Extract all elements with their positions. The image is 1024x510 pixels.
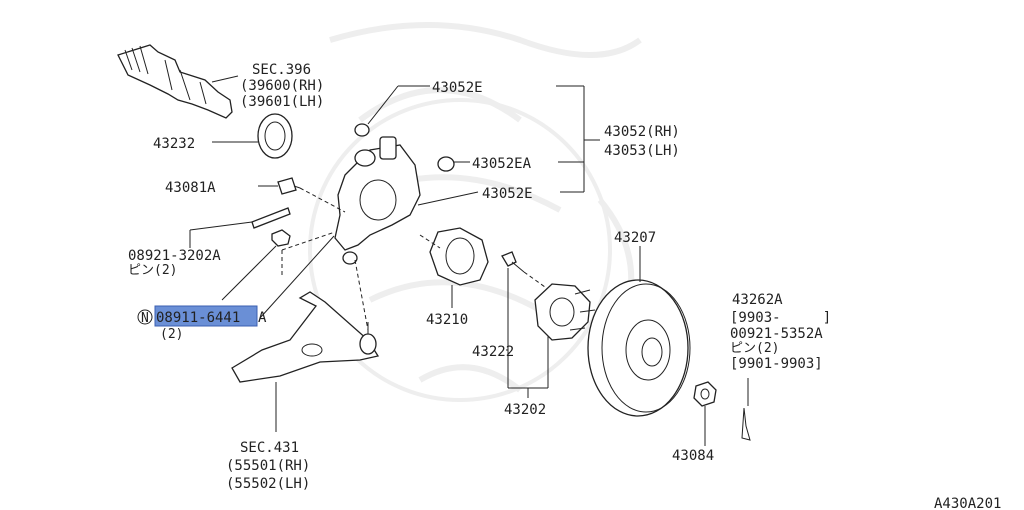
- nut-08911-part: [271, 229, 291, 247]
- hub-bearing-43210-part: [419, 227, 489, 286]
- cotter-pin-43262a-part: [741, 407, 751, 441]
- watermark-emblem: [308, 22, 642, 402]
- label-08911-6441: 08911-6441: [156, 310, 240, 326]
- n-mark-circle: [137, 309, 153, 325]
- label-55501: (55501(RH): [226, 458, 310, 474]
- label-sec431: SEC.431: [240, 440, 299, 456]
- label-08911-suffix: A: [258, 310, 267, 326]
- label-43210: 43210: [426, 312, 468, 328]
- pin-08921-part: [251, 207, 291, 229]
- label-43207: 43207: [614, 230, 656, 246]
- n-mark: N: [141, 311, 149, 326]
- label-bracket-9903: [9903- ]: [730, 310, 831, 326]
- label-39601: (39601(LH): [240, 94, 324, 110]
- highlight-box: [154, 305, 258, 327]
- label-00921-5352a: 00921-5352A: [730, 326, 823, 342]
- label-43232: 43232: [153, 136, 195, 152]
- label-08921-3202a: 08921-3202A: [128, 248, 221, 264]
- label-43202: 43202: [504, 402, 546, 418]
- label-55502: (55502(LH): [226, 476, 310, 492]
- label-43052rh: 43052(RH): [604, 124, 680, 140]
- bolt-43081a-part: [277, 177, 301, 195]
- label-sec396: SEC.396: [252, 62, 311, 78]
- lower-arm-part: [231, 291, 380, 383]
- leader-lines: [189, 75, 749, 446]
- diagram-code: A430A201: [934, 496, 1001, 510]
- label-pin2-a: ピン(2): [128, 263, 177, 278]
- label-43084: 43084: [672, 448, 714, 464]
- label-43053lh: 43053(LH): [604, 143, 680, 159]
- stud-bolt-43222-part: [501, 251, 553, 293]
- label-43222: 43222: [472, 344, 514, 360]
- label-pin2-b: ピン(2): [730, 341, 779, 356]
- label-bracket-9901: [9901-9903]: [730, 356, 823, 372]
- label-qty2: (2): [160, 327, 183, 342]
- seal-43232-part: [257, 113, 293, 159]
- label-43262a: 43262A: [732, 292, 783, 308]
- disc-rotor-43207-part: [587, 279, 691, 417]
- label-43052ea: 43052EA: [472, 156, 532, 172]
- label-43052e-top: 43052E: [432, 80, 483, 96]
- hub-43202-part: [534, 283, 596, 341]
- drive-shaft-part: [117, 44, 233, 119]
- label-43052e-bot: 43052E: [482, 186, 533, 202]
- label-43081a: 43081A: [165, 180, 216, 196]
- knuckle-43052-part: [281, 123, 455, 331]
- nut-43084-part: [693, 381, 717, 407]
- label-39600: (39600(RH): [240, 78, 324, 94]
